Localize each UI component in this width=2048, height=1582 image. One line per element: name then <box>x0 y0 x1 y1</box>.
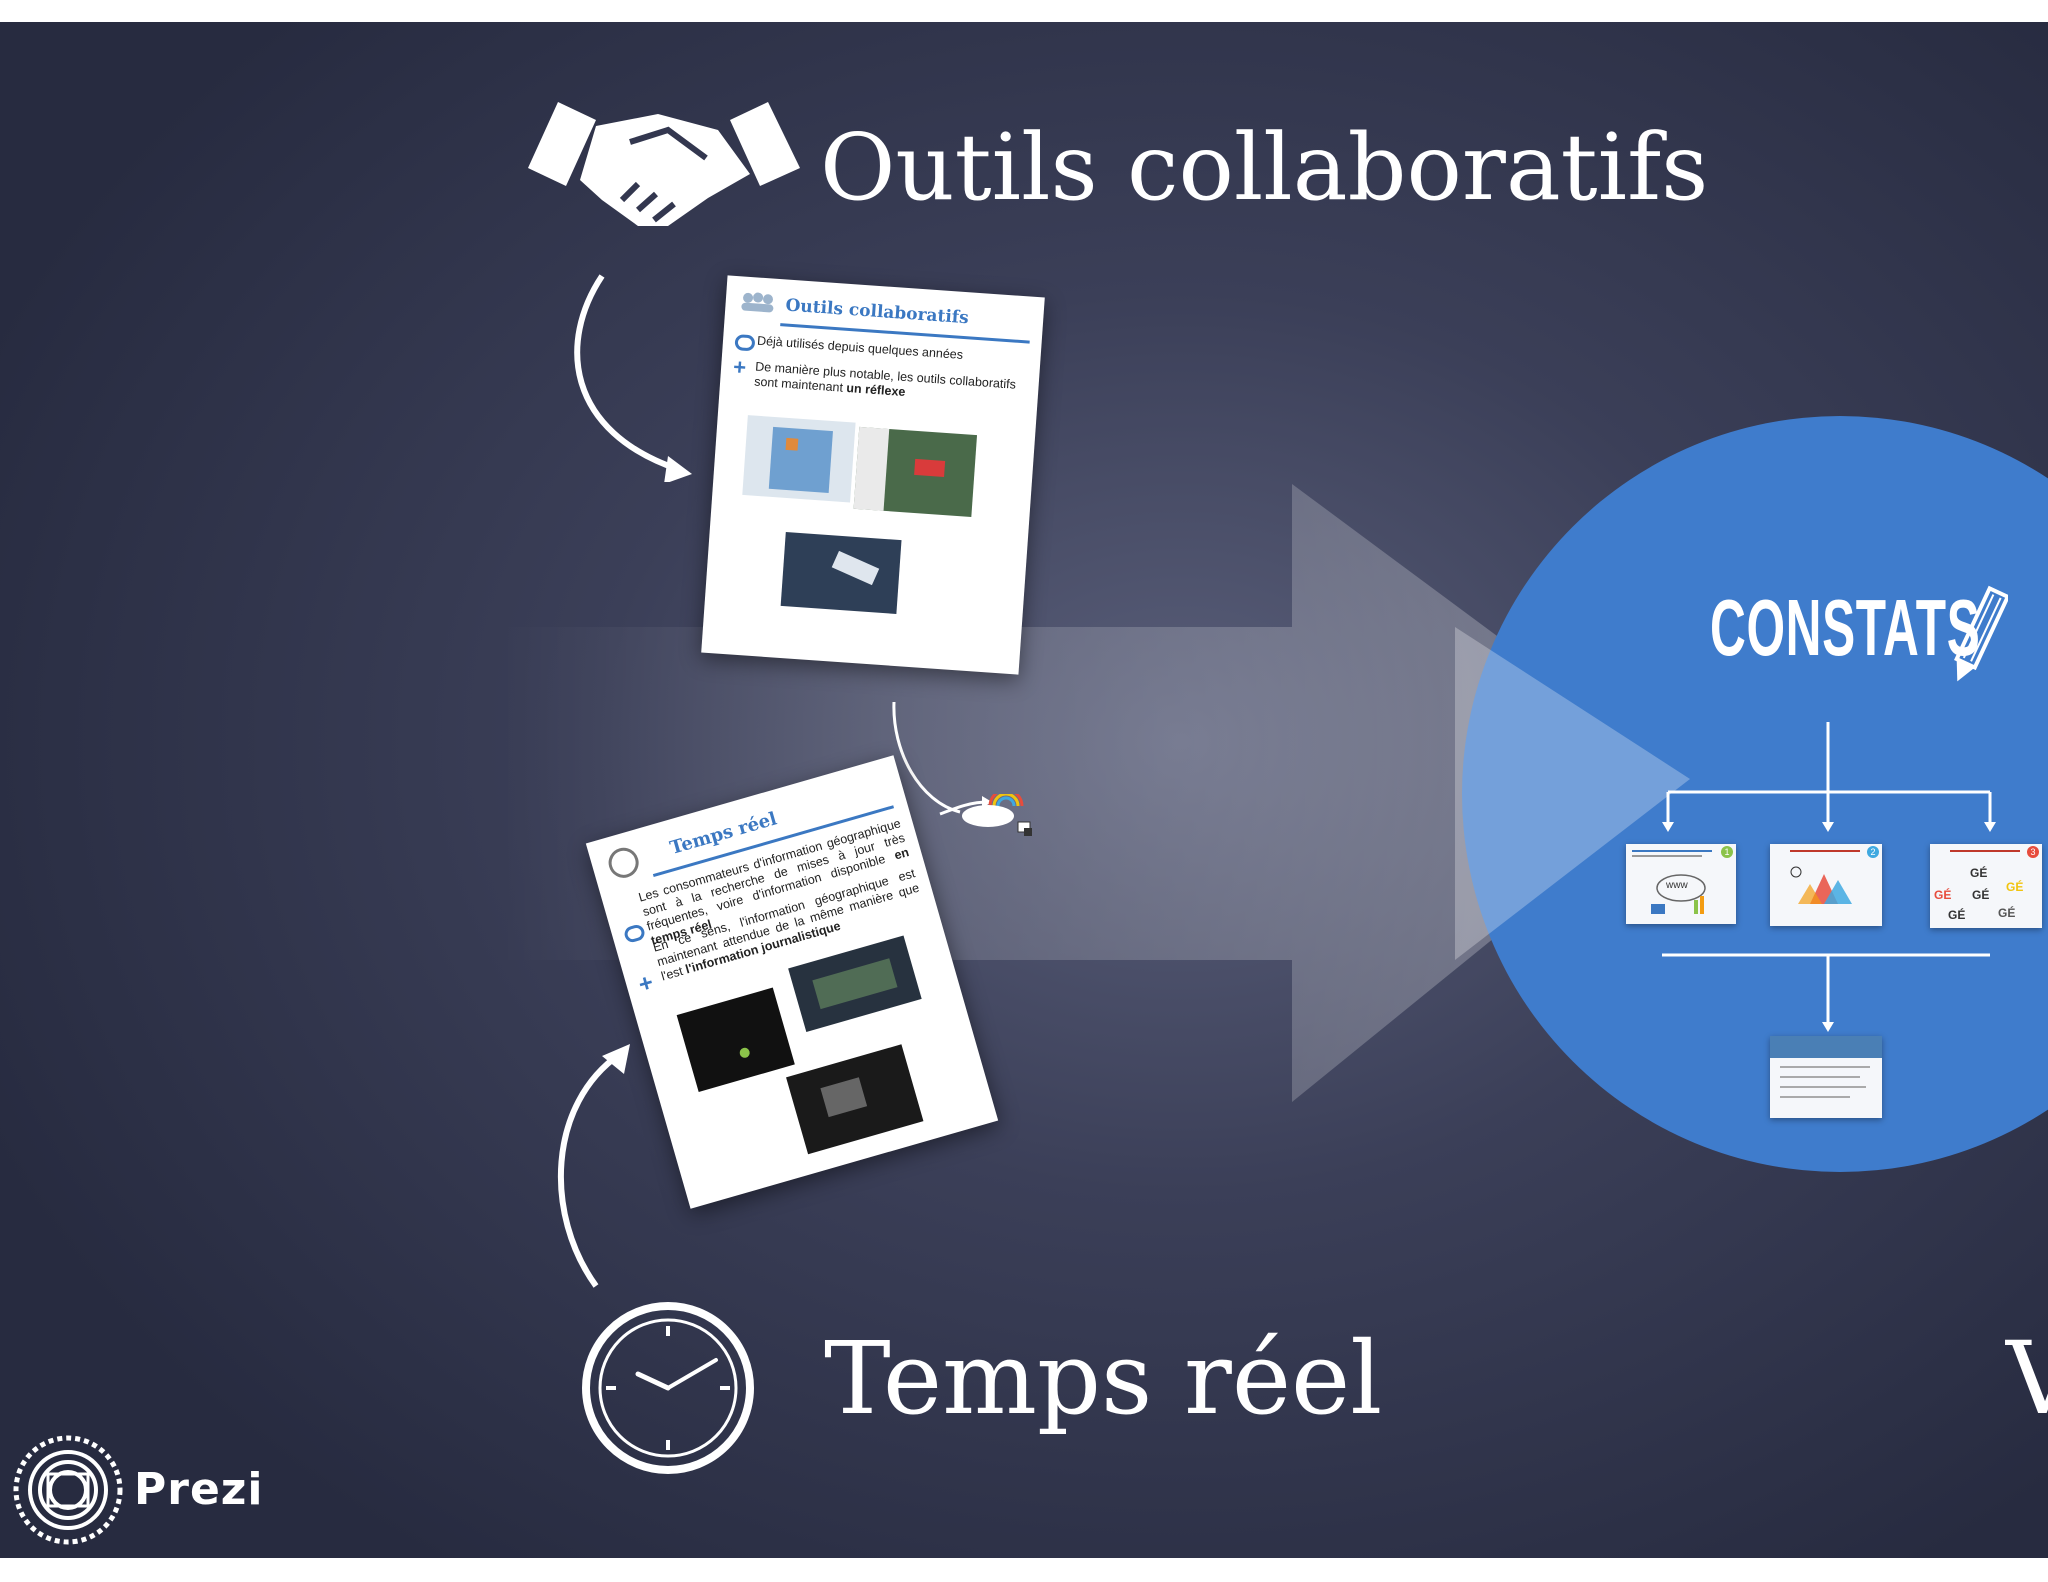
curved-arrow-2 <box>558 1044 630 1288</box>
clock-icon <box>582 1302 754 1474</box>
bullet-plus-icon: + <box>732 354 747 380</box>
mini-slide-4[interactable] <box>1770 1036 1882 1118</box>
heading-realtime: Temps réel <box>824 1320 1383 1437</box>
mini-badge-3: 3 <box>2027 846 2039 858</box>
bullet-plus-icon-2: + <box>635 968 657 999</box>
mini-badge-1: 1 <box>1721 846 1733 858</box>
mini-slide-2[interactable]: 2 <box>1770 844 1882 926</box>
bullet-eye-icon-2 <box>622 923 647 944</box>
heading-partial-right: V <box>2006 1320 2048 1437</box>
mini-slide-3[interactable]: 3 GÉ GÉ GÉ GÉ GÉ GÉ <box>1930 844 2042 928</box>
curved-arrow-1 <box>574 274 692 482</box>
handshake-icon <box>528 102 800 226</box>
slide-collab-title: Outils collaboratifs <box>784 295 970 329</box>
mini-slide-1[interactable]: 1 www <box>1626 844 1736 924</box>
geo-label-6: GÉ <box>1998 906 2016 920</box>
pencil-icon <box>1954 585 2008 682</box>
world-map-thumbnail <box>788 935 922 1032</box>
prezi-canvas[interactable]: CONSTATS 1 www 2 3 G <box>0 22 2048 1558</box>
plane-thumbnail <box>780 532 902 614</box>
map-thumbnail-1 <box>742 415 856 503</box>
slide-collab-bullet2: De manière plus notable, les outils coll… <box>753 359 1017 400</box>
people-icon <box>741 292 774 313</box>
triangles-icon <box>1790 866 1852 904</box>
dark-thumbnail-2 <box>786 1044 924 1155</box>
geo-label-5: GÉ <box>1948 908 1966 922</box>
prezi-brand-label: Prezi <box>134 1464 264 1515</box>
cloud-rainbow-icon[interactable] <box>960 794 1038 840</box>
cloud-icon <box>1651 874 1706 914</box>
map-thumbnail-2 <box>853 426 978 517</box>
geo-label-1: GÉ <box>1970 866 1988 880</box>
slide-realtime-title: Temps réel <box>667 808 780 859</box>
constats-circle[interactable] <box>0 22 2048 1558</box>
heading-collab: Outils collaboratifs <box>820 114 1709 221</box>
slide-clock-icon <box>605 844 643 882</box>
prezi-logo-icon <box>13 1435 123 1545</box>
mini-badge-2: 2 <box>1867 846 1879 858</box>
slide-collab[interactable]: Outils collaboratifs Déjà utilisés depui… <box>701 275 1045 675</box>
mini-www-label: www <box>1666 880 1688 891</box>
geo-label-3: GÉ <box>1972 888 1990 902</box>
constats-heading: CONSTATS <box>1710 583 1981 672</box>
bullet-eye-icon <box>734 334 756 352</box>
connector-arrow <box>892 701 992 816</box>
geo-label-2: GÉ <box>1934 888 1952 902</box>
dark-thumbnail-1 <box>676 987 795 1092</box>
geo-label-4: GÉ <box>2006 880 2024 894</box>
